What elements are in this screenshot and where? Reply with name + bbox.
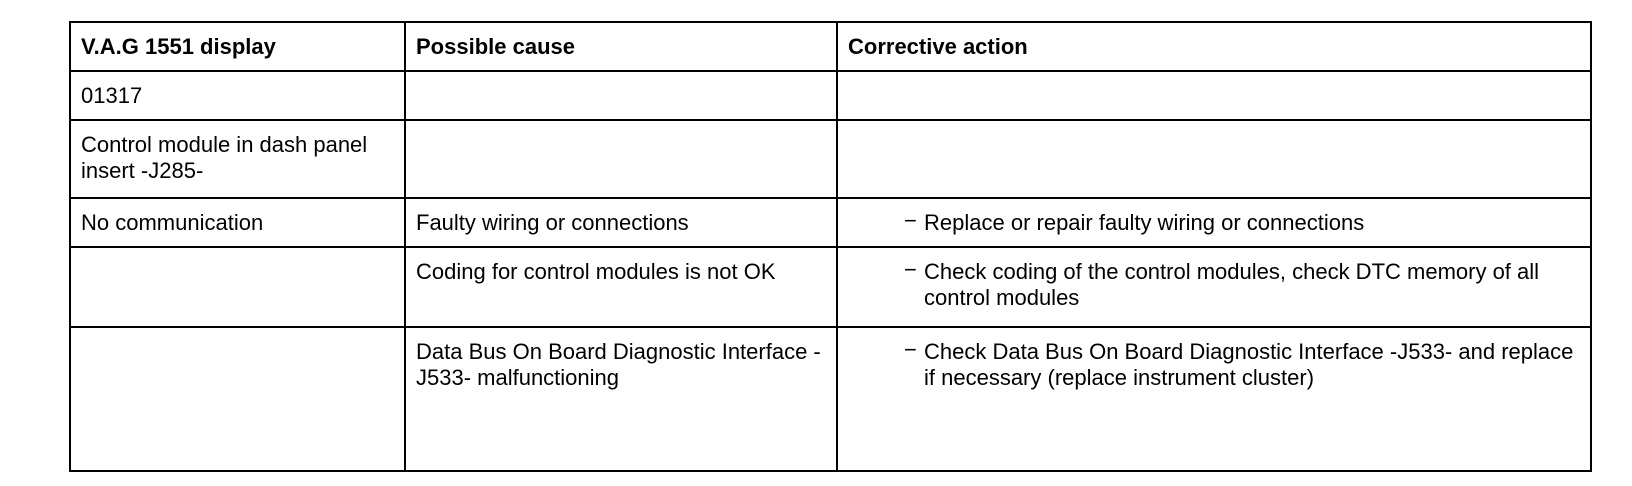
action-cell: − Replace or repair faulty wiring or con… xyxy=(836,197,1592,248)
table-row-fault-code: 01317 xyxy=(69,70,1592,121)
module-name-cell: Control module in dash panel insert -J28… xyxy=(69,119,406,199)
fault-code-cell: 01317 xyxy=(69,70,406,121)
header-corrective-action: Corrective action xyxy=(836,21,1592,72)
action-text: Check Data Bus On Board Diagnostic Inter… xyxy=(924,339,1574,390)
table-row: Data Bus On Board Diagnostic Interface -… xyxy=(69,326,1592,472)
empty-cause-cell xyxy=(404,70,838,121)
action-cell: − Check coding of the control modules, c… xyxy=(836,246,1592,328)
empty-cause-cell xyxy=(404,119,838,199)
action-item: − Check Data Bus On Board Diagnostic Int… xyxy=(848,337,1580,391)
header-possible-cause: Possible cause xyxy=(404,21,838,72)
diagnosis-table: V.A.G 1551 display Possible cause Correc… xyxy=(69,21,1592,472)
table-header-row: V.A.G 1551 display Possible cause Correc… xyxy=(69,21,1592,72)
display-cell xyxy=(69,246,406,328)
display-cell xyxy=(69,326,406,472)
cause-cell: Faulty wiring or connections xyxy=(404,197,838,248)
action-text: Check coding of the control modules, che… xyxy=(924,259,1540,310)
dash-bullet-icon: − xyxy=(904,337,917,362)
header-display: V.A.G 1551 display xyxy=(69,21,406,72)
table-row: Coding for control modules is not OK − C… xyxy=(69,246,1592,328)
dash-bullet-icon: − xyxy=(904,208,917,233)
cause-cell: Coding for control modules is not OK xyxy=(404,246,838,328)
action-item: − Check coding of the control modules, c… xyxy=(848,257,1580,311)
cause-cell: Data Bus On Board Diagnostic Interface -… xyxy=(404,326,838,472)
action-cell: − Check Data Bus On Board Diagnostic Int… xyxy=(836,326,1592,472)
empty-action-cell xyxy=(836,119,1592,199)
table-row-module: Control module in dash panel insert -J28… xyxy=(69,119,1592,199)
action-text: Replace or repair faulty wiring or conne… xyxy=(924,210,1365,235)
action-item: − Replace or repair faulty wiring or con… xyxy=(848,208,1580,236)
display-cell: No communication xyxy=(69,197,406,248)
table-row: No communication Faulty wiring or connec… xyxy=(69,197,1592,248)
dash-bullet-icon: − xyxy=(904,257,917,282)
empty-action-cell xyxy=(836,70,1592,121)
